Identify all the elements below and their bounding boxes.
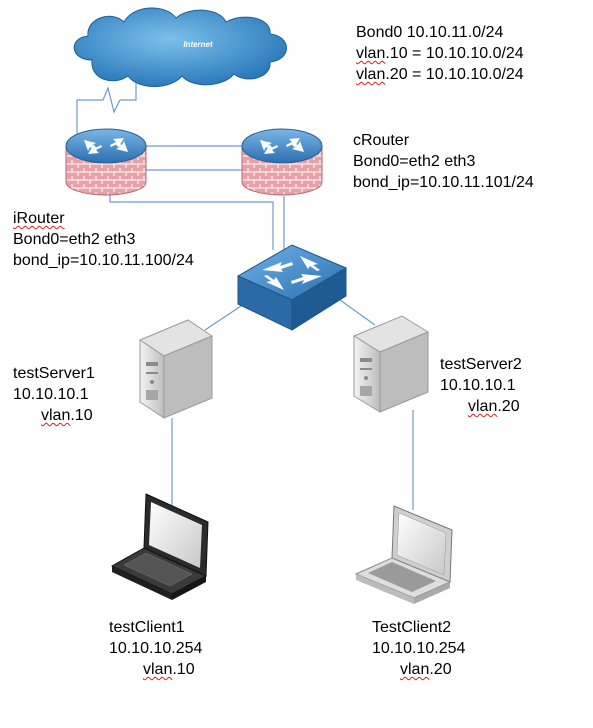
test-client1-name: testClient1 [109, 619, 185, 636]
test-client2-vlan: vlan.20 [400, 661, 452, 678]
test-server1-icon [138, 319, 214, 419]
vlan20-subnet: vlan.20 = 10.10.10.0/24 [356, 66, 524, 83]
test-client2-label: TestClient2 10.10.10.254 vlan.20 [372, 617, 465, 680]
test-client1-vlan: vlan.10 [143, 661, 195, 678]
test-client1-laptop-icon [110, 493, 209, 600]
network-info-block: Bond0 10.10.11.0/24 vlan.10 = 10.10.10.0… [356, 22, 524, 85]
test-server1-label: testServer1 10.10.10.1 vlan.10 [13, 363, 95, 426]
test-server2-label: testServer2 10.10.10.1 vlan.20 [440, 354, 522, 417]
test-client2-laptop-icon [354, 505, 453, 604]
vlan10-subnet: vlan.10 = 10.10.10.0/24 [356, 45, 524, 62]
crouter-label: cRouter Bond0=eth2 eth3 bond_ip=10.10.11… [353, 130, 534, 193]
test-server1-vlan: vlan.10 [41, 407, 93, 424]
crouter-bond-ip: bond_ip=10.10.11.101/24 [353, 174, 534, 191]
crouter-bond: Bond0=eth2 eth3 [353, 153, 476, 170]
link-switch-server2 [339, 299, 376, 326]
bond0-subnet: Bond0 10.10.11.0/24 [356, 24, 504, 41]
test-server2-ip: 10.10.10.1 [440, 377, 516, 394]
test-server2-vlan: vlan.20 [468, 398, 520, 415]
internet-label: Internet [183, 40, 213, 49]
crouter-icon [241, 128, 323, 196]
link-irouter-switch [109, 190, 274, 250]
test-client2-name: TestClient2 [372, 619, 452, 636]
test-server2-name: testServer2 [440, 356, 522, 373]
test-server1-ip: 10.10.10.1 [13, 386, 89, 403]
test-client1-ip: 10.10.10.254 [109, 640, 203, 657]
irouter-bond: Bond0=eth2 eth3 [13, 231, 136, 248]
internet-cloud-icon: Internet [73, 7, 287, 87]
test-server2-icon [352, 315, 430, 413]
crouter-name: cRouter [353, 132, 410, 149]
test-client1-label: testClient1 10.10.10.254 vlan.10 [109, 617, 202, 680]
irouter-bond-ip: bond_ip=10.10.11.100/24 [13, 252, 194, 269]
test-server1-name: testServer1 [13, 365, 95, 382]
test-client2-ip: 10.10.10.254 [372, 640, 466, 657]
link-irouter-cloud [76, 80, 137, 140]
irouter-name: iRouter [13, 210, 65, 227]
switch-icon [236, 244, 348, 331]
irouter-icon [65, 128, 147, 196]
irouter-label: iRouter Bond0=eth2 eth3 bond_ip=10.10.11… [13, 208, 194, 271]
